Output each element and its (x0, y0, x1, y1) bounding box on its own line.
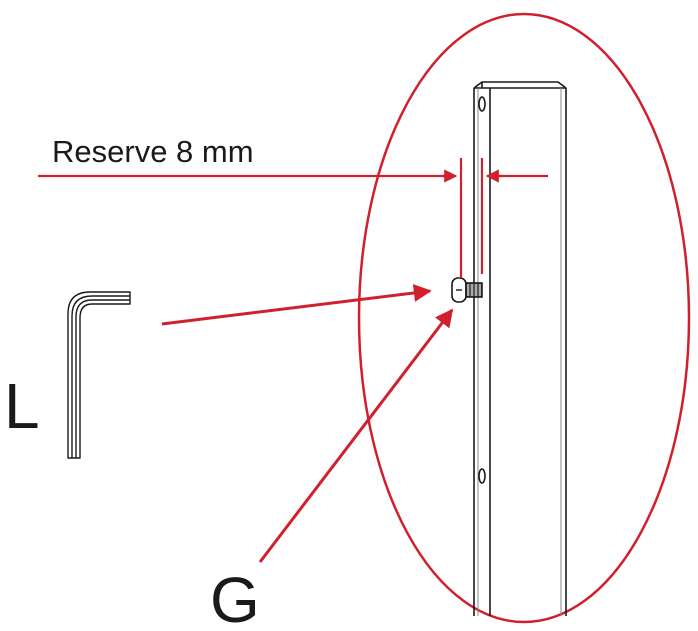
part-l-label: L (4, 370, 40, 442)
post-profile (473, 81, 567, 616)
part-g-label: G (210, 564, 260, 631)
screw-icon (451, 277, 483, 303)
reserve-dimension (38, 158, 548, 278)
detail-ellipse (357, 12, 691, 624)
post-hole-top (478, 96, 486, 112)
reserve-label: Reserve 8 mm (52, 134, 254, 169)
hex-key-icon (67, 291, 131, 459)
screw-g-arrow (258, 308, 454, 563)
post-hole-bottom (478, 468, 486, 484)
hex-key-arrow (161, 284, 432, 326)
